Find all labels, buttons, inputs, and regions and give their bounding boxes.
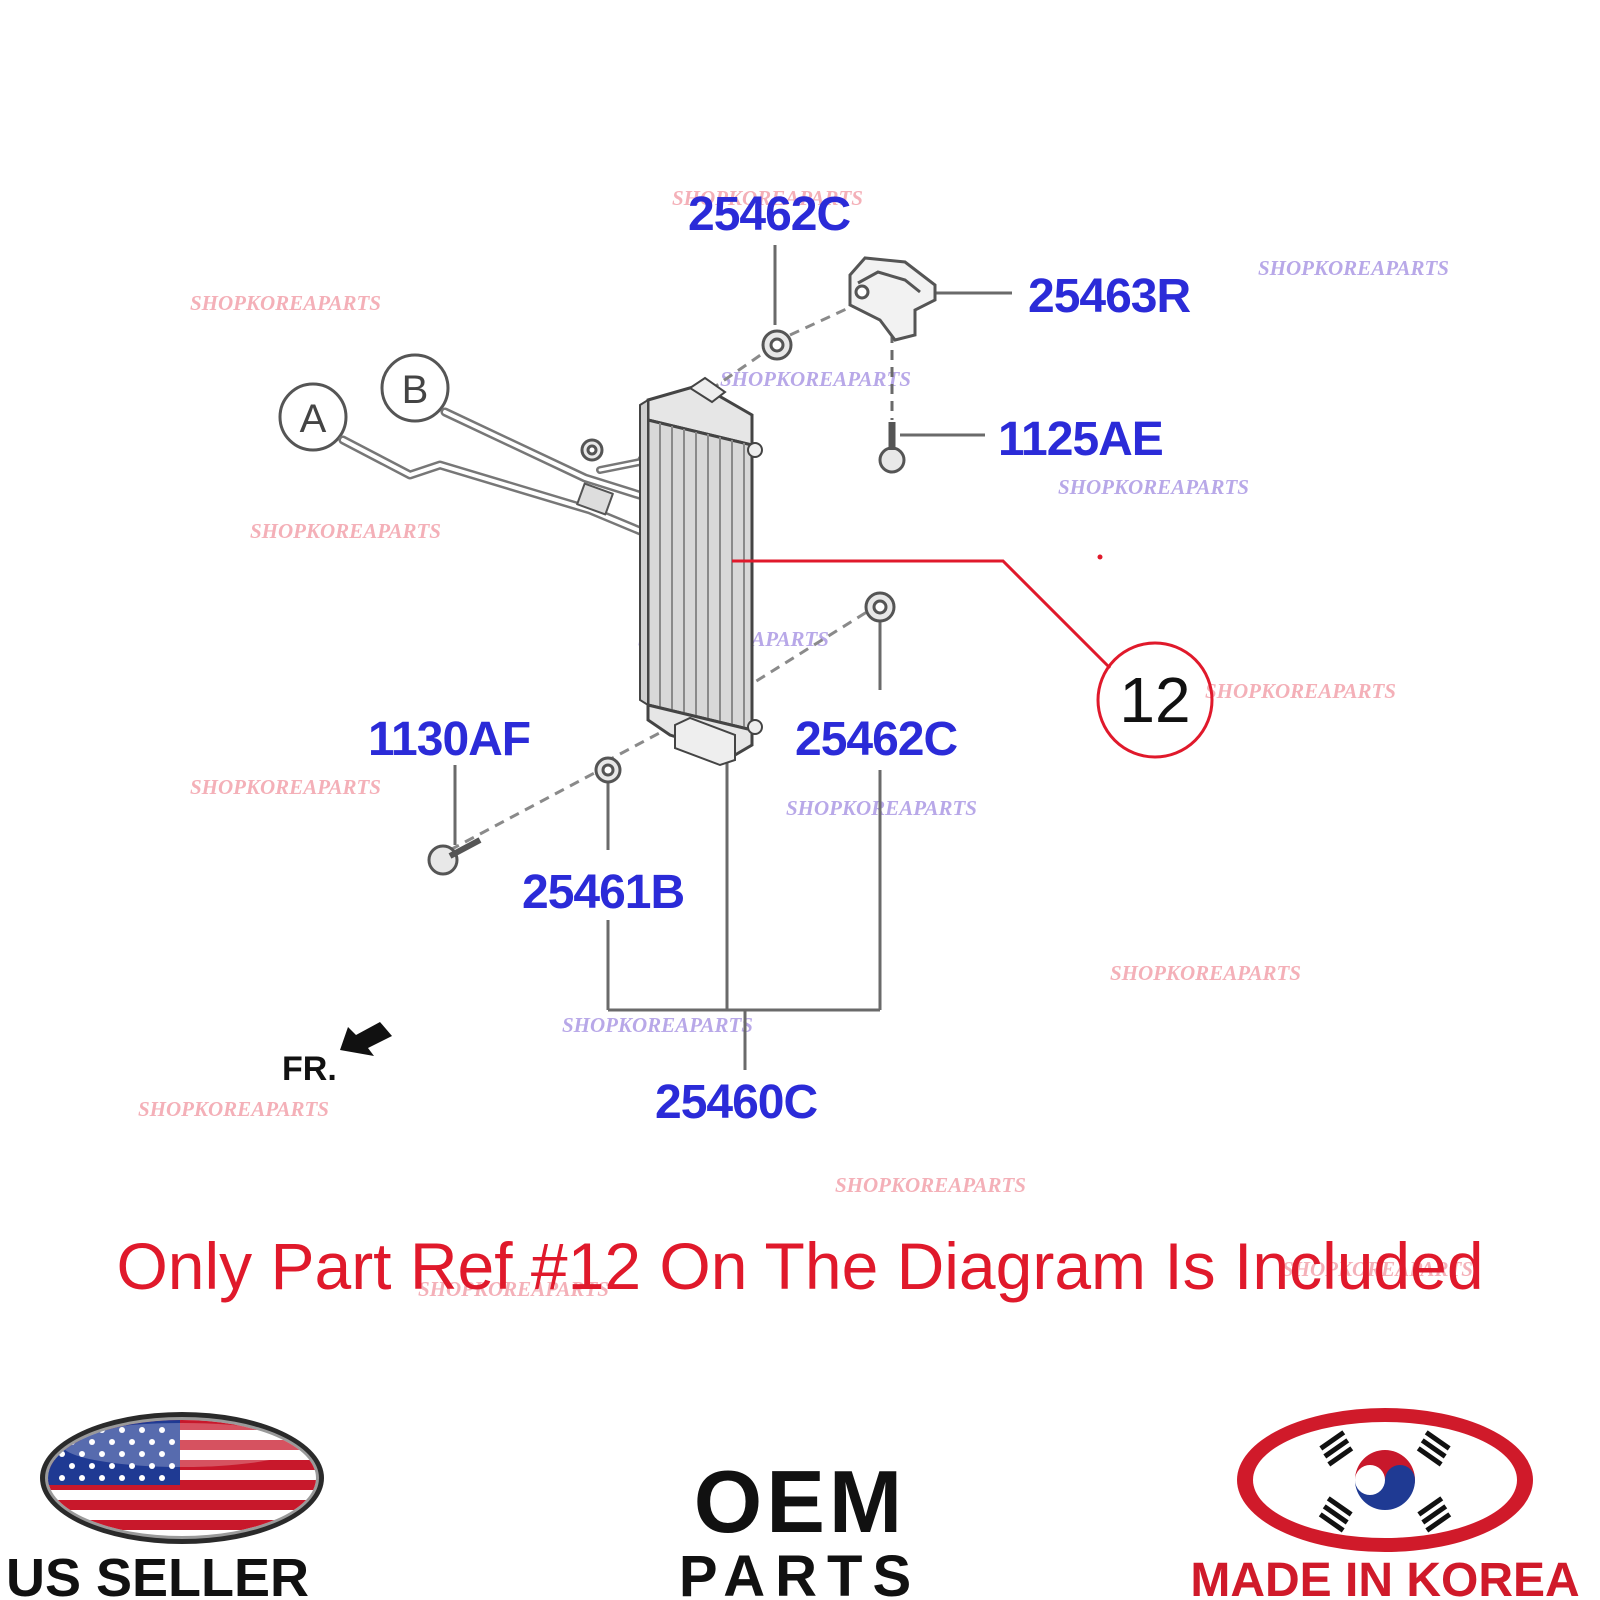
label-25463r: 25463R	[1028, 270, 1190, 323]
watermark: SHOPKOREAPARTS	[1282, 1257, 1473, 1281]
watermark: SHOPKOREAPARTS	[1110, 961, 1301, 985]
watermark: SHOPKOREAPARTS	[720, 367, 911, 391]
front-marker-label: FR.	[282, 1050, 337, 1088]
fasteners	[427, 329, 906, 876]
front-marker: FR.	[282, 1022, 392, 1088]
hoses	[338, 407, 664, 540]
mount-clip-icon	[594, 756, 622, 784]
bracket-bolt-icon	[878, 422, 906, 474]
watermarks: SHOPKOREAPARTS SHOPKOREAPARTS SHOPKOREAP…	[138, 186, 1473, 1301]
label-25461b: 25461B	[522, 866, 684, 919]
watermark: SHOPKOREAPARTS	[1205, 679, 1396, 703]
watermark: SHOPKOREAPARTS	[1258, 256, 1449, 280]
korea-flag-icon	[1318, 1430, 1452, 1533]
us-seller-label: US SELLER	[6, 1548, 309, 1600]
lower-bolt-icon	[427, 837, 482, 876]
connector-a-label: A	[300, 397, 327, 441]
watermark: SHOPKOREAPARTS	[835, 1173, 1026, 1197]
label-25462c-top: 25462C	[688, 188, 850, 241]
watermark: SHOPKOREAPARTS	[1058, 475, 1249, 499]
connector-b-label: B	[402, 368, 429, 412]
front-arrow-icon	[340, 1022, 392, 1056]
bracket-icon	[848, 256, 937, 342]
dashed-fastener-lines	[449, 303, 871, 852]
callout-number: 12	[1119, 664, 1190, 736]
watermark: SHOPKOREAPARTS	[562, 1013, 753, 1037]
parts-label: PARTS	[679, 1544, 921, 1600]
watermark: SHOPKOREAPARTS	[138, 1097, 329, 1121]
made-in-korea-badge: MADE IN KOREA	[1190, 1408, 1580, 1600]
lower-clip-icon	[864, 591, 896, 623]
label-25460c: 25460C	[655, 1076, 817, 1129]
leader-lines	[453, 245, 1012, 1070]
us-flag-icon	[48, 1420, 316, 1536]
watermark: SHOPKOREAPARTS	[190, 775, 381, 799]
inclusion-notice: Only Part Ref #12 On The Diagram Is Incl…	[116, 1229, 1484, 1303]
watermark: SHOPKOREAPARTS	[418, 1277, 609, 1301]
label-1130af: 1130AF	[368, 713, 530, 766]
made-in-korea-label: MADE IN KOREA	[1190, 1554, 1579, 1600]
watermark: SHOPKOREAPARTS	[190, 291, 381, 315]
connector-b: B	[380, 353, 450, 423]
watermark: SHOPKOREAPARTS	[672, 186, 863, 210]
oil-cooler	[639, 376, 763, 767]
us-seller-badge: US SELLER	[6, 1412, 324, 1600]
label-25462c-lower: 25462C	[795, 713, 957, 766]
watermark: SHOPKOREAPARTS	[250, 519, 441, 543]
connector-a: A	[278, 382, 348, 452]
part-labels: 25462C 25463R 1125AE 1130AF 25462C 25461…	[368, 188, 1191, 1129]
small-clip-icon	[580, 438, 604, 462]
top-clip-icon	[761, 329, 793, 361]
oem-parts-badge: OEM PARTS	[679, 1452, 921, 1600]
label-1125ae: 1125AE	[998, 413, 1163, 466]
oem-label: OEM	[694, 1452, 906, 1551]
callout-12: 12	[732, 554, 1214, 759]
